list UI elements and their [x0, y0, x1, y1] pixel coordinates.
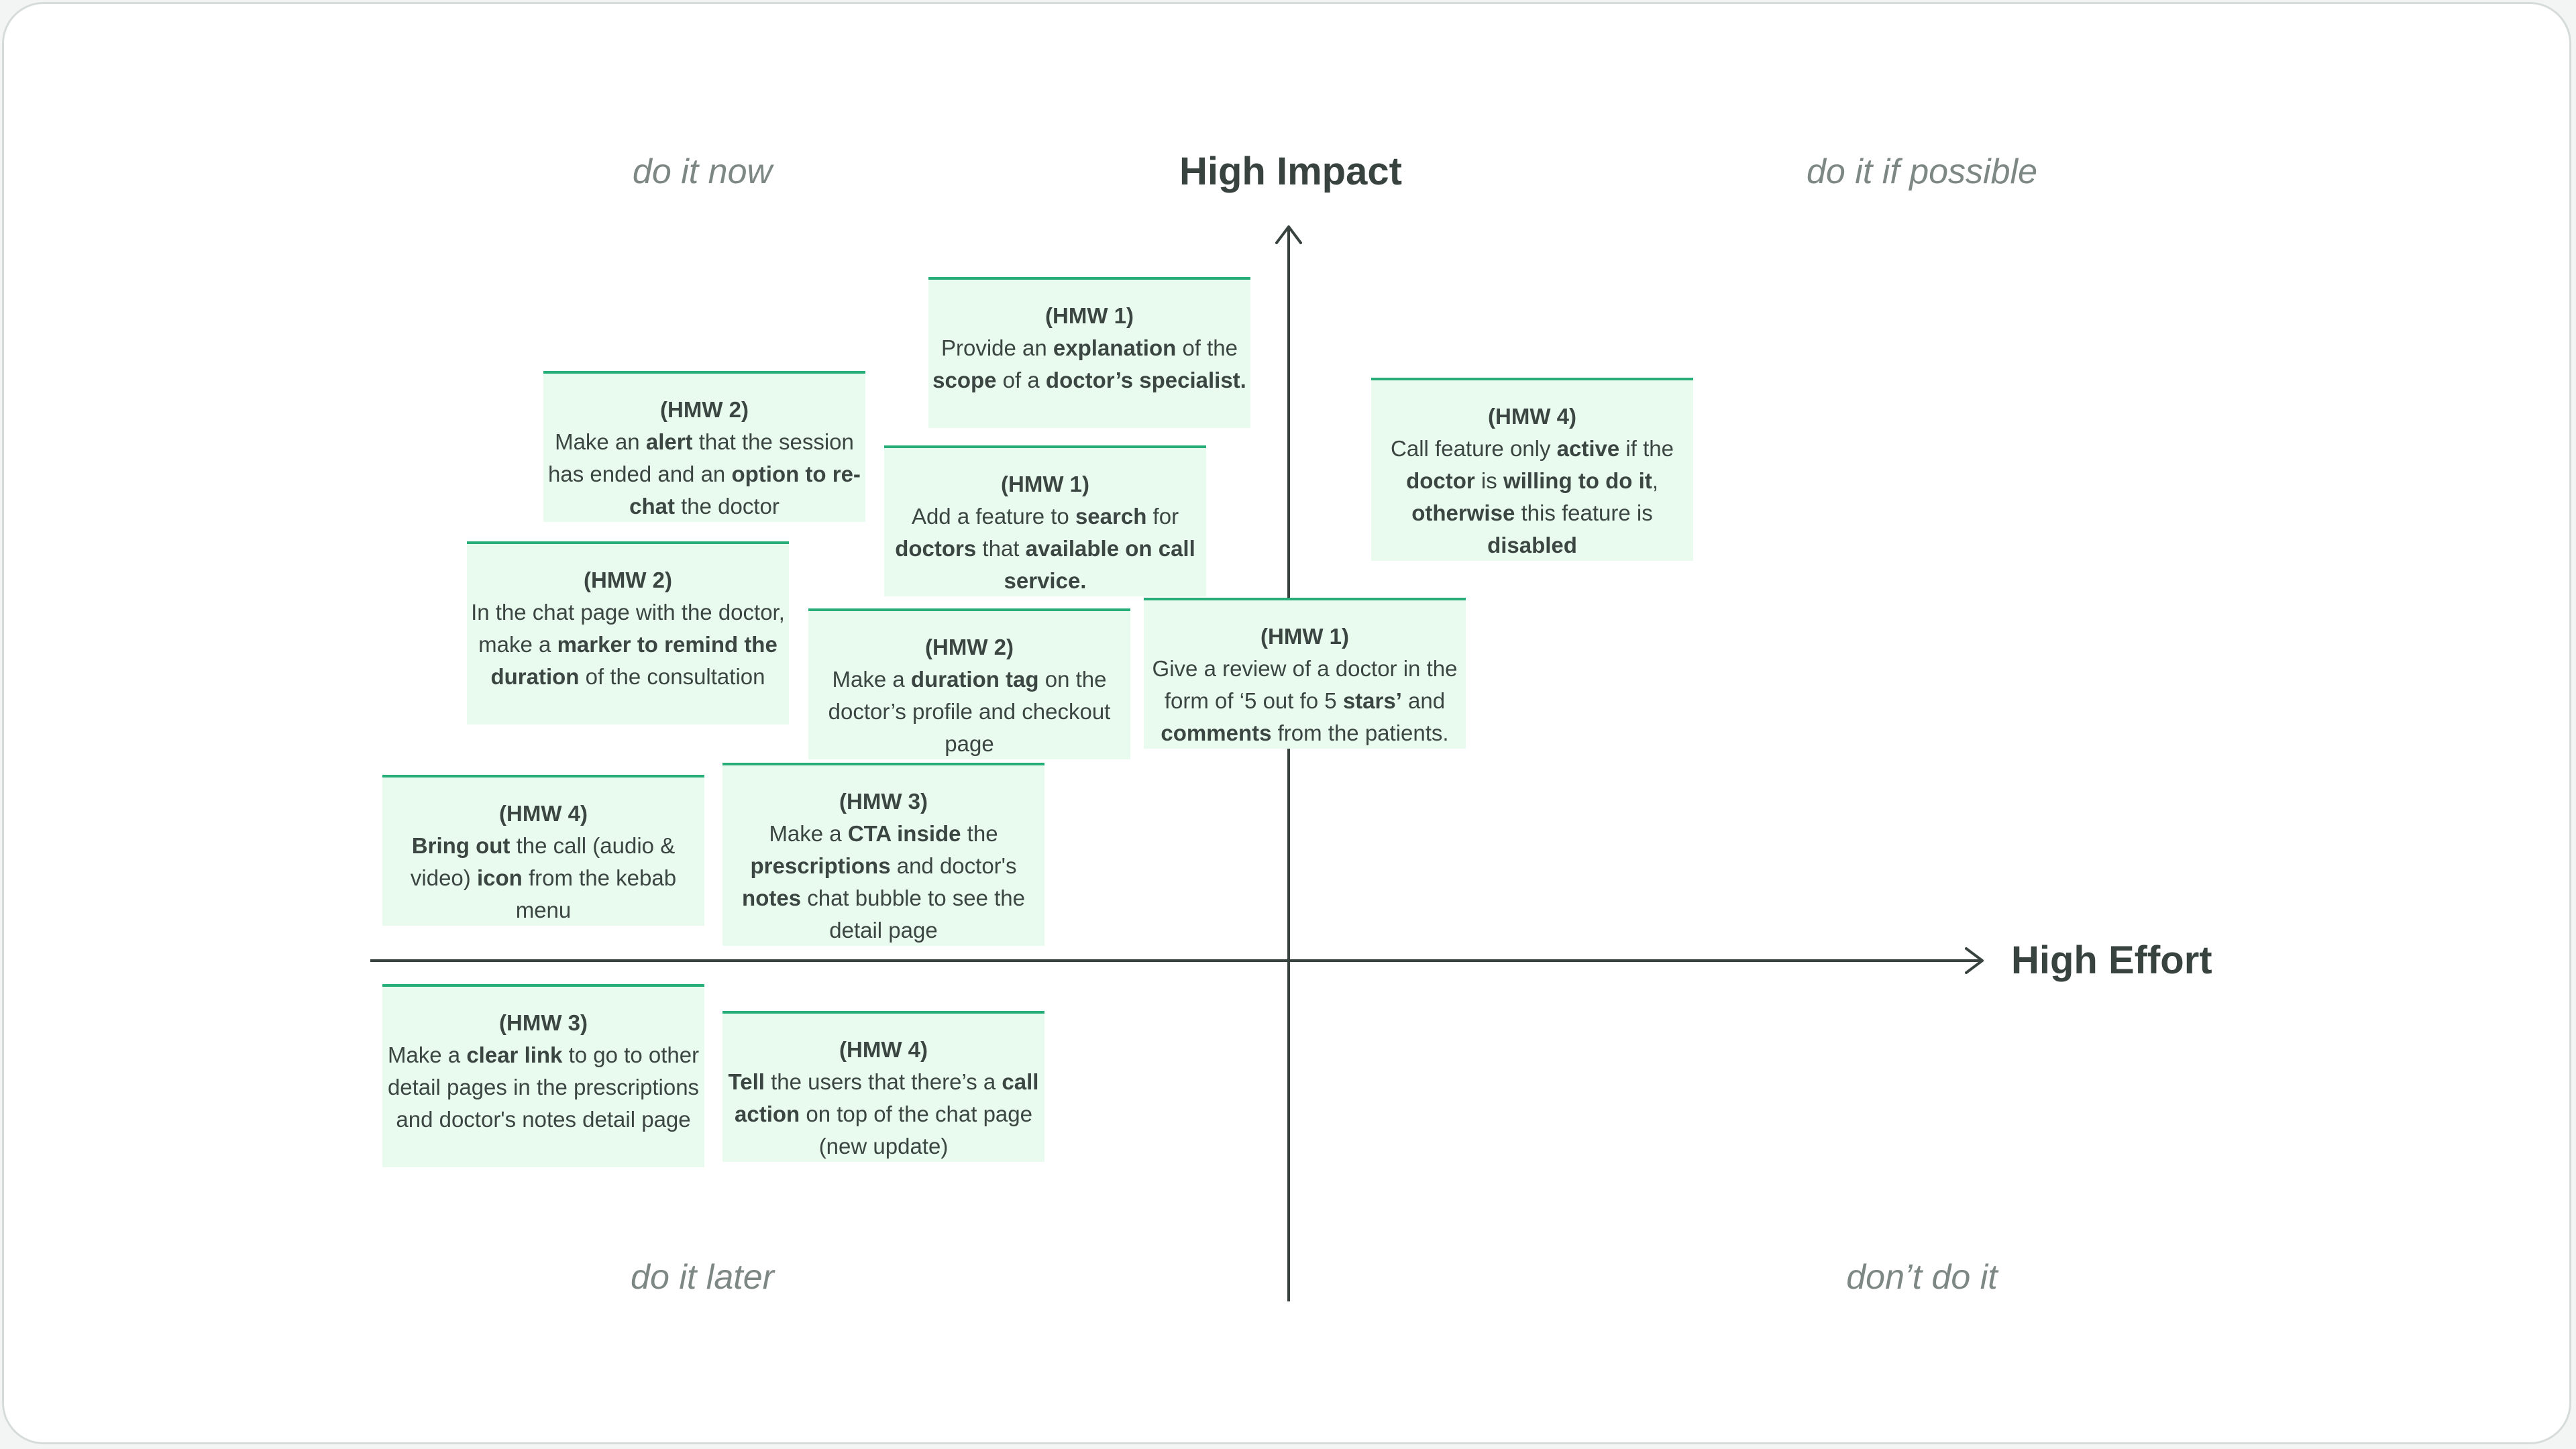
note-emphasis-text: clear link: [466, 1042, 563, 1067]
note-text: the: [961, 821, 998, 846]
note-emphasis-text: duration tag: [910, 667, 1039, 692]
sticky-note[interactable]: (HMW 4) Bring out the call (audio & video…: [382, 775, 704, 926]
quadrant-label-do-it-if-possible: do it if possible: [1807, 152, 2037, 191]
sticky-note[interactable]: (HMW 2) In the chat page with the doctor,…: [467, 541, 789, 724]
note-hmw-tag: (HMW 1): [1001, 472, 1089, 496]
note-emphasis-text: marker to remind the duration: [490, 632, 777, 689]
note-hmw-tag: (HMW 4): [1488, 404, 1576, 429]
note-body: Tell the users that there’s a call actio…: [729, 1069, 1039, 1159]
note-text: of the consultation: [579, 664, 765, 689]
note-emphasis-text: search: [1075, 504, 1147, 529]
note-emphasis-text: CTA inside: [847, 821, 961, 846]
note-text: Make a: [832, 667, 911, 692]
sticky-note[interactable]: (HMW 2) Make a duration tag on the doctor…: [808, 608, 1130, 759]
note-text: Call feature only: [1391, 436, 1557, 461]
note-body: In the chat page with the doctor, make a…: [471, 600, 785, 689]
note-text: Add a feature to: [911, 504, 1075, 529]
note-hmw-tag: (HMW 4): [839, 1037, 928, 1062]
sticky-note[interactable]: (HMW 4) Call feature only active if the d…: [1371, 378, 1693, 561]
note-emphasis-text: option to re-chat: [629, 462, 861, 519]
note-text: if the: [1619, 436, 1674, 461]
sticky-note[interactable]: (HMW 1) Provide an explanation of the sco…: [928, 277, 1250, 428]
note-emphasis-text: active: [1556, 436, 1620, 461]
note-text: Make an: [555, 429, 646, 454]
note-text: this feature is: [1515, 500, 1653, 525]
note-emphasis-text: alert: [645, 429, 693, 454]
note-emphasis-text: doctor’s specialist.: [1045, 368, 1246, 392]
note-body: Provide an explanation of the scope of a…: [932, 335, 1246, 392]
note-text: from the kebab menu: [515, 865, 677, 922]
y-axis-arrowhead: [1275, 225, 1302, 244]
quadrant-label-do-it-later: do it later: [631, 1258, 774, 1297]
sticky-note[interactable]: (HMW 4) Tell the users that there’s a cal…: [722, 1011, 1044, 1162]
note-text: and: [1401, 688, 1446, 713]
note-emphasis-text: Bring out: [411, 833, 511, 858]
note-text: is: [1474, 468, 1503, 493]
note-text: of the: [1176, 335, 1238, 360]
note-emphasis-text: doctors: [895, 536, 977, 561]
note-body: Make a duration tag on the doctor’s prof…: [828, 667, 1111, 756]
note-emphasis-text: comments: [1161, 720, 1272, 745]
note-text: Make a: [769, 821, 848, 846]
note-text: ,: [1652, 468, 1658, 493]
note-text: to go to other detail pages in the presc…: [387, 1042, 700, 1132]
note-hmw-tag: (HMW 3): [839, 789, 928, 814]
note-text: of a: [996, 368, 1046, 392]
note-emphasis-text: notes: [742, 885, 802, 910]
note-text: the call (audio & video): [410, 833, 676, 890]
note-emphasis-text: doctor: [1406, 468, 1475, 493]
note-text: Give a review of a doctor in the form of…: [1152, 656, 1458, 713]
note-text: that: [976, 536, 1026, 561]
note-body: Make a clear link to go to other detail …: [388, 1042, 699, 1132]
note-emphasis-text: available on call service.: [1004, 536, 1195, 593]
note-emphasis-text: willing to do it: [1503, 468, 1652, 493]
note-hmw-tag: (HMW 1): [1045, 303, 1134, 328]
x-axis-label: High Effort: [2011, 938, 2212, 982]
note-body: Call feature only active if the doctor i…: [1391, 436, 1674, 557]
note-body: Give a review of a doctor in the form of…: [1152, 656, 1458, 745]
note-text: for: [1146, 504, 1179, 529]
note-emphasis-text: icon: [476, 865, 523, 890]
note-text: and doctor's: [890, 853, 1017, 878]
note-emphasis-text: Tell: [728, 1069, 765, 1094]
note-text: the doctor: [674, 494, 780, 519]
sticky-note[interactable]: (HMW 2) Make an alert that the session ha…: [543, 371, 865, 522]
note-body: Add a feature to search for doctors that…: [895, 504, 1195, 593]
note-emphasis-text: prescriptions: [750, 853, 891, 878]
note-emphasis-text: otherwise: [1411, 500, 1515, 525]
note-hmw-tag: (HMW 2): [925, 635, 1014, 659]
note-hmw-tag: (HMW 2): [660, 397, 749, 422]
note-hmw-tag: (HMW 3): [499, 1010, 588, 1035]
note-text: on top of the chat page (new update): [800, 1102, 1032, 1159]
note-body: Make an alert that the session has ended…: [548, 429, 861, 519]
sticky-note[interactable]: (HMW 1) Give a review of a doctor in the …: [1144, 598, 1466, 749]
note-hmw-tag: (HMW 4): [499, 801, 588, 826]
sticky-note[interactable]: (HMW 3) Make a CTA inside the prescriptio…: [722, 763, 1044, 946]
note-hmw-tag: (HMW 1): [1260, 624, 1349, 649]
note-emphasis-text: disabled: [1487, 533, 1577, 557]
note-emphasis-text: call action: [735, 1069, 1039, 1126]
note-body: Bring out the call (audio & video) icon …: [411, 833, 676, 922]
note-emphasis-text: stars’: [1342, 688, 1402, 713]
quadrant-label-dont-do-it: don’t do it: [1846, 1258, 1998, 1297]
note-emphasis-text: scope: [932, 368, 997, 392]
note-text: chat bubble to see the detail page: [801, 885, 1025, 943]
note-text: Provide an: [941, 335, 1053, 360]
note-text: on the doctor’s profile and checkout pag…: [828, 667, 1111, 756]
sticky-note[interactable]: (HMW 1) Add a feature to search for docto…: [884, 445, 1206, 596]
sticky-note[interactable]: (HMW 3) Make a clear link to go to other …: [382, 984, 704, 1167]
note-text: the users that there’s a: [764, 1069, 1002, 1094]
note-text: In the chat page with the doctor, make a: [471, 600, 785, 657]
note-text: from the patients.: [1271, 720, 1449, 745]
note-hmw-tag: (HMW 2): [584, 568, 672, 592]
y-axis-label: High Impact: [1179, 150, 1402, 193]
note-emphasis-text: explanation: [1053, 335, 1177, 360]
note-text: that the session has ended and an: [548, 429, 854, 486]
quadrant-label-do-it-now: do it now: [632, 152, 773, 191]
note-text: Make a: [387, 1042, 467, 1067]
note-body: Make a CTA inside the prescriptions and …: [742, 821, 1025, 943]
x-axis-arrowhead: [1965, 947, 1984, 974]
